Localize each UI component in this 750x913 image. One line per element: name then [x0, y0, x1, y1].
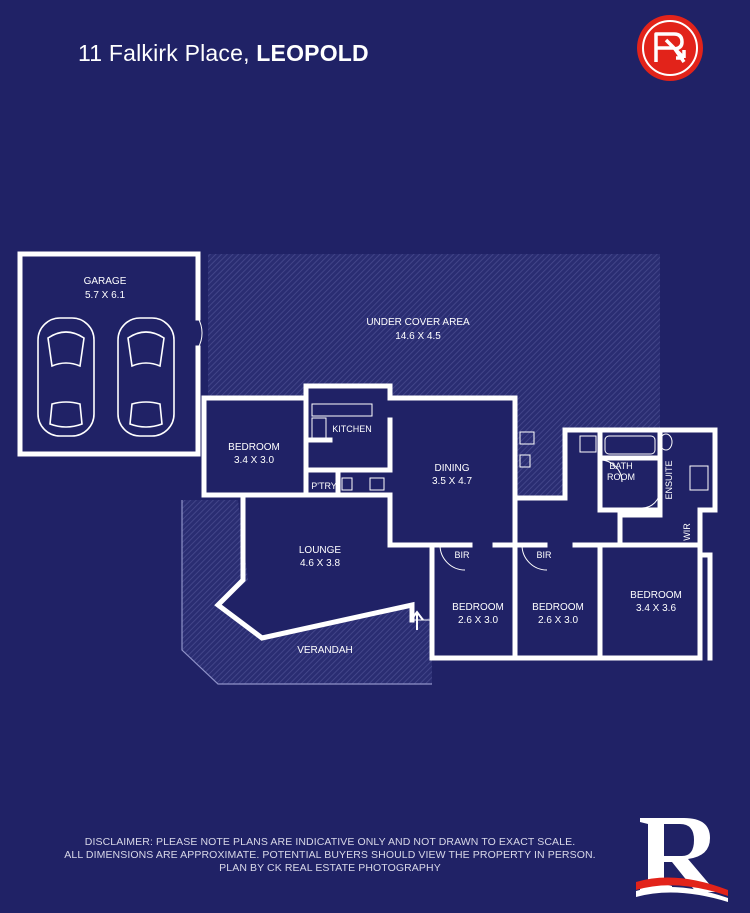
- agency-r-logo: [636, 818, 728, 902]
- suburb-name: LEOPOLD: [256, 40, 369, 66]
- bedroom-4-size: 3.4 X 3.6: [636, 603, 676, 614]
- bedroom-2-size: 2.6 X 3.0: [458, 615, 498, 626]
- walls: [17, 251, 718, 661]
- under-cover-area: [208, 254, 660, 498]
- under-cover-label: UNDER COVER AREA: [366, 317, 470, 328]
- disclaimer: DISCLAIMER: PLEASE NOTE PLANS ARE INDICA…: [40, 836, 620, 875]
- dining-size: 3.5 X 4.7: [432, 476, 472, 487]
- bathtub: [604, 435, 656, 455]
- verandah-edge: [181, 500, 432, 685]
- agency-badge-logo: [637, 15, 703, 81]
- garage-door-swing: [197, 317, 203, 349]
- cooktop: [311, 417, 327, 441]
- wir-label: WIR: [682, 523, 692, 541]
- lounge-label: LOUNGE: [299, 545, 342, 556]
- fixtures: [311, 403, 709, 491]
- bir1-label: BIR: [454, 550, 470, 560]
- doors: [197, 317, 661, 621]
- entry-arrow-icon: [410, 610, 424, 630]
- verandah-label: VERANDAH: [297, 645, 353, 656]
- dishwasher: [341, 477, 353, 491]
- toilet: [579, 435, 597, 453]
- laundry-tub: [519, 431, 535, 445]
- pantry-label: P'TRY: [311, 481, 337, 491]
- disclaimer-line-1: DISCLAIMER: PLEASE NOTE PLANS ARE INDICA…: [84, 836, 576, 848]
- bedroom-3-label: BEDROOM: [532, 602, 584, 613]
- bir2-door-swing: [521, 544, 548, 571]
- bedroom-2-label: BEDROOM: [452, 602, 504, 613]
- fridge: [369, 477, 385, 491]
- logo-badge-mark: [654, 32, 686, 63]
- under-cover-size: 14.6 X 4.5: [395, 331, 441, 342]
- bedroom-4-label: BEDROOM: [630, 590, 682, 601]
- kitchen-label: KITCHEN: [332, 424, 372, 434]
- bir1-door-swing: [439, 544, 466, 571]
- bath-door-swing: [599, 459, 623, 483]
- dining-label: DINING: [435, 463, 470, 474]
- disclaimer-line-2: ALL DIMENSIONS ARE APPROXIMATE. POTENTIA…: [64, 849, 596, 861]
- property-title: 11 Falkirk Place, LEOPOLD: [78, 40, 369, 67]
- laundry-bench: [519, 454, 531, 468]
- bedroom-3-size: 2.6 X 3.0: [538, 615, 578, 626]
- logo-red-swoosh: [636, 877, 728, 896]
- verandah-area: [182, 500, 432, 684]
- logo-r-letter: [640, 818, 716, 892]
- bir2-label: BIR: [536, 550, 552, 560]
- logo-badge-ring: [642, 20, 698, 76]
- ensuite-label: ENSUITE: [664, 460, 674, 499]
- lounge-size: 4.6 X 3.8: [300, 558, 340, 569]
- ensuite-door-swing: [641, 489, 661, 509]
- street-address: 11 Falkirk Place,: [78, 40, 250, 66]
- garage-label: GARAGE: [84, 276, 127, 287]
- bathroom-label-2: ROOM: [607, 472, 635, 482]
- vanity-basin: [659, 433, 673, 451]
- logo-white-swoosh: [636, 886, 728, 902]
- car-right: [117, 317, 175, 437]
- car-left: [37, 317, 95, 437]
- disclaimer-line-3: PLAN BY CK REAL ESTATE PHOTOGRAPHY: [219, 862, 441, 874]
- bathroom-label-1: BATH: [609, 461, 632, 471]
- garage-size: 5.7 X 6.1: [85, 290, 125, 301]
- bedroom-main-label: BEDROOM: [228, 442, 280, 453]
- bedroom-main-size: 3.4 X 3.0: [234, 455, 274, 466]
- kitchen-bench: [311, 403, 373, 417]
- shower: [689, 465, 709, 491]
